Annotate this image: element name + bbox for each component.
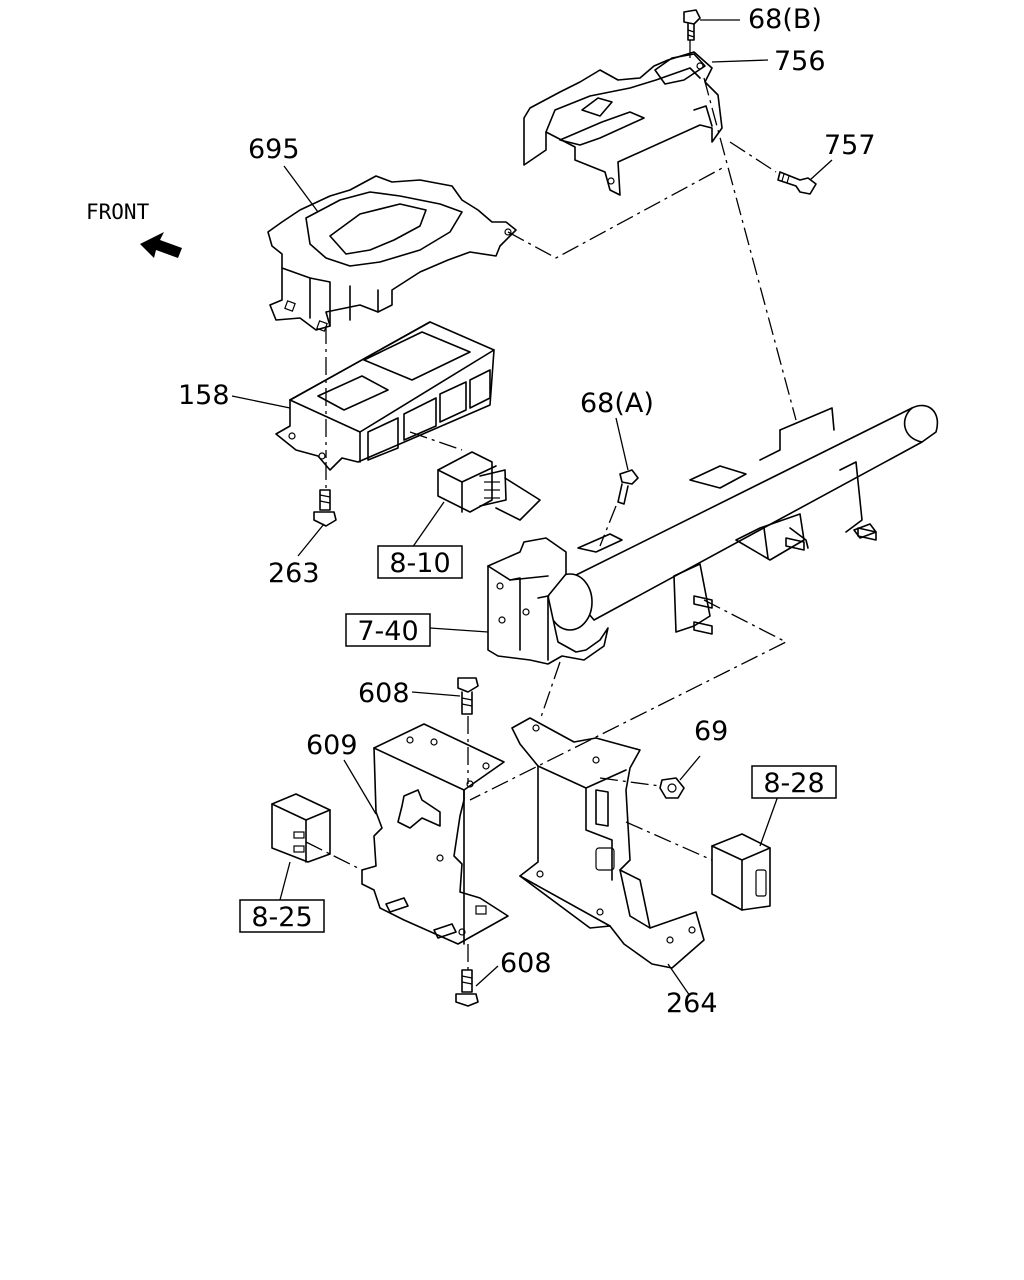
ref-box-8-28 (751, 765, 837, 799)
bolt-263 (313, 489, 337, 527)
relay-8-25 (271, 793, 331, 863)
section-refs: 8-10 7-40 8-28 8-25 (239, 545, 837, 933)
relay-8-28 (711, 833, 771, 911)
bolt-68a (617, 469, 639, 505)
bracket-264 (511, 717, 705, 969)
front-label: FRONT (86, 200, 150, 224)
label-264: 264 (666, 988, 718, 1019)
label-158: 158 (178, 380, 230, 411)
ref-7-40: 7-40 (357, 616, 418, 647)
bracket-609 (361, 723, 509, 945)
bolt-608-bottom (455, 969, 479, 1007)
ref-8-25: 8-25 (251, 902, 312, 933)
label-695: 695 (248, 134, 300, 165)
studs (693, 527, 877, 635)
ref-8-10: 8-10 (389, 548, 450, 579)
label-263: 263 (268, 558, 320, 589)
ecu-158 (275, 321, 495, 471)
label-609: 609 (306, 730, 358, 761)
label-757: 757 (824, 130, 876, 161)
front-indicator: FRONT (86, 200, 182, 258)
label-608-bottom: 608 (500, 948, 552, 979)
label-69: 69 (694, 716, 728, 747)
label-68a: 68(A) (580, 388, 654, 419)
label-756: 756 (774, 46, 826, 77)
bolt-757 (777, 171, 817, 195)
assembly-lines (305, 40, 797, 970)
ref-box-7-40 (345, 613, 431, 647)
bracket-756 (523, 51, 723, 196)
bracket-7-40 (487, 537, 609, 665)
part-labels: 68(B) 756 757 695 158 263 68(A) 608 609 … (178, 4, 876, 1019)
bolt-608-top (457, 677, 479, 715)
front-arrow-icon (140, 232, 182, 258)
leader-lines (231, 19, 833, 997)
ref-box-8-10 (377, 545, 463, 579)
connector-8-10 (437, 451, 541, 521)
nut-69 (659, 777, 685, 799)
label-608-top: 608 (358, 678, 410, 709)
bolt-68b (683, 9, 701, 41)
ref-box-8-25 (239, 899, 325, 933)
cover-695 (267, 175, 517, 332)
ref-8-28: 8-28 (763, 768, 824, 799)
label-68b: 68(B) (748, 4, 822, 35)
crossbeam-tube (547, 404, 939, 633)
